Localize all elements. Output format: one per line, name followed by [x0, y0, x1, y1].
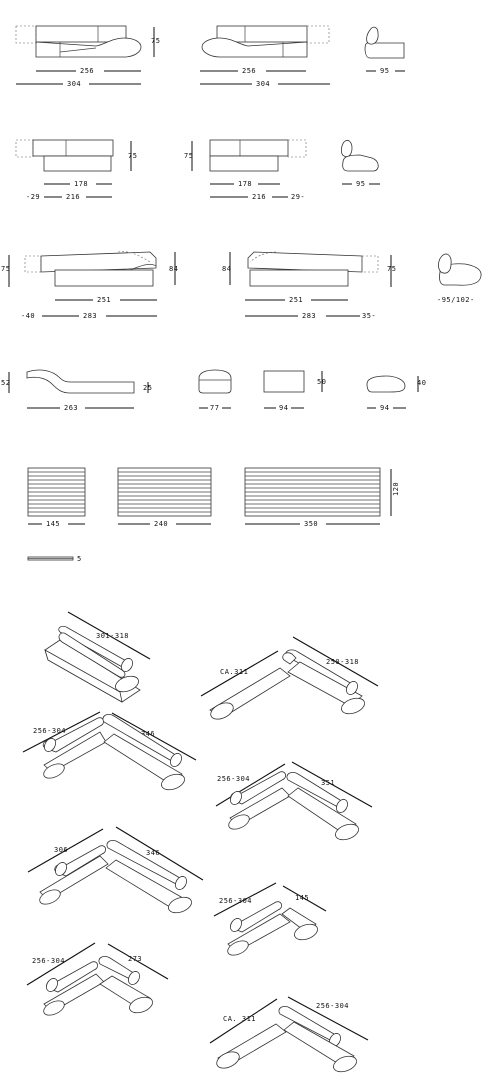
composition-8-dim-b: 256-304 [316, 1002, 349, 1010]
height-50-label: 50 [317, 378, 326, 386]
height-75-c-label: 75 [184, 152, 193, 160]
daybed-chaise-side-view [26, 369, 135, 394]
composition-4-dim-a: 256-304 [217, 775, 250, 783]
composition-5-dim-b: 346 [146, 849, 160, 857]
sofa-side-view-a [364, 26, 405, 59]
composition-6-dim-a: 256-304 [219, 897, 252, 905]
composition-3: 256-304 346 [22, 711, 197, 791]
chaise-front-view-a [15, 139, 114, 172]
composition-1-dim-a: 301-318 [96, 632, 129, 640]
composition-4-dim-b: 351 [321, 779, 335, 787]
composition-2: CA.311 250-318 [200, 636, 379, 720]
composition-5-dim-a: 306 [54, 846, 68, 854]
chaise-side-view [340, 140, 379, 172]
sofa-d-width-label: 251 [289, 296, 303, 304]
chaise-b-extra-label: 29- [291, 193, 305, 201]
chaise-front-view-b [209, 139, 307, 172]
side-depth-95-b-label: 95 [356, 180, 365, 188]
side-depth-95-a-label: 95 [380, 67, 389, 75]
height-52-label: 52 [1, 379, 10, 387]
sofa-c-extra-label: -40 [21, 312, 35, 320]
composition-4: 256-304 351 [215, 761, 373, 841]
sofa-a-width-label: 256 [80, 67, 94, 75]
chaise-b-width-label: 178 [238, 180, 252, 188]
rug-350-label: 350 [304, 520, 318, 528]
height-75-d-label: 75 [1, 265, 10, 273]
height-75-b-label: 75 [128, 152, 137, 160]
height-84-b-label: 84 [222, 265, 231, 273]
composition-7-dim-a: 256-304 [32, 957, 65, 965]
sofa-curved-side-view [438, 253, 482, 286]
rug-240-view [117, 467, 212, 517]
chaise-a-extra-label: -29 [26, 193, 40, 201]
composition-2-dim-a: CA.311 [220, 668, 248, 676]
sofa-front-view-b [201, 25, 330, 58]
rug-145-label: 145 [46, 520, 60, 528]
height-75-a-label: 75 [151, 37, 160, 45]
sofa-d-extra-label: 35- [362, 312, 376, 320]
rug-145-view [27, 467, 86, 517]
height-dim-75-a: 75 [151, 27, 160, 57]
rug-depth-120-label: 120 [392, 482, 400, 496]
sofa-c-total-label: 283 [83, 312, 97, 320]
composition-5: 306 346 [27, 826, 204, 914]
composition-6: 256-304 145 [213, 882, 327, 956]
height-25-label: 25 [143, 384, 152, 392]
daybed-length-label: 263 [64, 404, 78, 412]
composition-8: CA. 311 256-304 [209, 996, 369, 1073]
chaise-a-width-label: 178 [74, 180, 88, 188]
composition-3-dim-a: 256-304 [33, 727, 66, 735]
sofa-a-total-label: 304 [67, 80, 81, 88]
height-84-a-label: 84 [169, 265, 178, 273]
composition-7: 256-304 273 [26, 942, 169, 1016]
rug-350-view [244, 467, 381, 517]
composition-1: 301-318 [44, 611, 151, 703]
chaise-b-total-label: 216 [252, 193, 266, 201]
sofa-d-total-label: 283 [302, 312, 316, 320]
sofa-front-view-a [15, 25, 142, 58]
sofa-curved-front-view-b [247, 251, 379, 287]
sofa-curved-front-view-a [24, 251, 157, 287]
composition-6-dim-b: 145 [295, 894, 309, 902]
composition-2-dim-b: 250-318 [326, 658, 359, 666]
composition-8-dim-a: CA. 311 [223, 1015, 256, 1023]
pouf-round-width-label: 77 [210, 404, 219, 412]
sofa-b-width-label: 256 [242, 67, 256, 75]
composition-7-dim-b: 273 [128, 955, 142, 963]
chaise-a-total-label: 216 [66, 193, 80, 201]
pouf-round-view [198, 369, 232, 394]
height-40-label: 40 [417, 379, 426, 387]
pouf-square-width-label: 94 [279, 404, 288, 412]
side-depth-95-102-label: -95/102- [437, 296, 475, 304]
rug-240-label: 240 [154, 520, 168, 528]
pouf-oval-width-label: 94 [380, 404, 389, 412]
pouf-oval-view [366, 375, 406, 393]
pouf-square-view [263, 370, 305, 393]
sofa-b-total-label: 304 [256, 80, 270, 88]
height-75-e-label: 75 [387, 265, 396, 273]
sofa-c-width-label: 251 [97, 296, 111, 304]
composition-3-dim-b: 346 [141, 730, 155, 738]
rug-thickness-label: 5 [77, 555, 82, 563]
